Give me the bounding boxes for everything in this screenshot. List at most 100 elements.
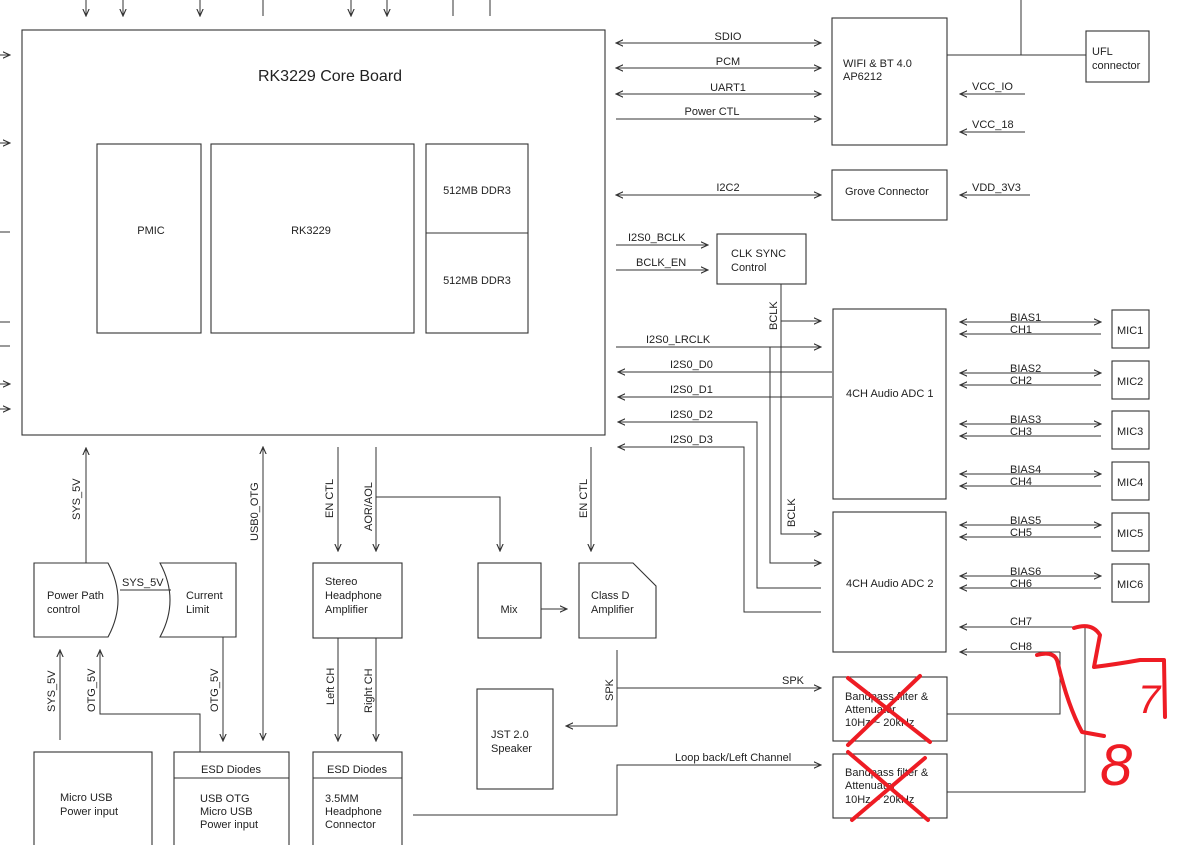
pcm-label: PCM bbox=[716, 56, 740, 68]
i2s0-d1-label: I2S0_D1 bbox=[670, 384, 713, 396]
mic4-label: MIC4 bbox=[1117, 477, 1143, 489]
mic5-label: MIC5 bbox=[1117, 528, 1143, 540]
ch4-label: CH4 bbox=[1010, 476, 1032, 488]
power-path-control: Power Path control bbox=[33, 562, 119, 638]
otg-label-2: Micro USB bbox=[200, 806, 253, 818]
bp2-label-1: Bandpass filter & bbox=[845, 767, 929, 779]
core-board: RK3229 Core Board PMIC RK3229 512MB DDR3… bbox=[21, 29, 606, 436]
bclk-label-1: BCLK bbox=[768, 301, 780, 330]
mix-label: Mix bbox=[500, 604, 518, 616]
wifi-label-1: WIFI & BT 4.0 bbox=[843, 58, 912, 70]
power-ctl-label: Power CTL bbox=[684, 106, 739, 118]
wifi-module: WIFI & BT 4.0 AP6212 bbox=[831, 17, 948, 146]
bclk-en-label: BCLK_EN bbox=[636, 257, 686, 269]
mic6-label: MIC6 bbox=[1117, 579, 1143, 591]
bclk-label-2: BCLK bbox=[786, 498, 798, 527]
amp-label-2: Headphone bbox=[325, 590, 382, 602]
bias5-label: BIAS5 bbox=[1010, 515, 1041, 527]
uart1-label: UART1 bbox=[710, 82, 746, 94]
amp-label-3: Amplifier bbox=[325, 604, 368, 616]
ufl-label-2: connector bbox=[1092, 60, 1141, 72]
mic-channels: MIC1 BIAS1 CH1 MIC2 BIAS2 CH2 MIC3 BIAS3… bbox=[960, 309, 1150, 603]
mic1-label: MIC1 bbox=[1117, 325, 1143, 337]
bp2-label-3: 10Hz ~ 20kHz bbox=[845, 794, 914, 806]
otg-label-3: Power input bbox=[200, 819, 258, 831]
mix-block: Mix bbox=[477, 562, 567, 639]
usb0-otg-label: USB0_OTG bbox=[249, 482, 261, 541]
ufl-label-1: UFL bbox=[1092, 46, 1113, 58]
bias3-label: BIAS3 bbox=[1010, 414, 1041, 426]
clk-label-1: CLK SYNC bbox=[731, 248, 786, 260]
bp1-label-1: Bandpass filter & bbox=[845, 691, 929, 703]
musb-label-2: Power input bbox=[60, 806, 118, 818]
bclk-routing: BCLK BCLK I2S0_LRCLK bbox=[616, 284, 821, 563]
jack-label-2: Headphone bbox=[325, 806, 382, 818]
jst-speaker: JST 2.0 Speaker bbox=[476, 688, 554, 790]
vcc-io-label: VCC_IO bbox=[972, 81, 1013, 93]
i2s0-d0-label: I2S0_D0 bbox=[670, 359, 713, 371]
wifi-label-2: AP6212 bbox=[843, 71, 882, 83]
clk-sync-control: CLK SYNC Control I2S0_BCLK BCLK_EN bbox=[616, 232, 807, 285]
sys-5v-label-top: SYS_5V bbox=[71, 478, 83, 520]
bias6-label: BIAS6 bbox=[1010, 566, 1041, 578]
i2s0-bclk-label: I2S0_BCLK bbox=[628, 232, 686, 244]
red-annotations: 7 8 bbox=[846, 624, 1167, 822]
climit-label-1: Current bbox=[186, 590, 223, 602]
right-ch-label: Right CH bbox=[363, 668, 375, 713]
ppath-label-2: control bbox=[47, 604, 80, 616]
otg-5v-label-right: OTG_5V bbox=[209, 668, 221, 712]
adc1-label: 4CH Audio ADC 1 bbox=[846, 388, 933, 400]
aor-aol-label: AOR/AOL bbox=[363, 482, 375, 531]
grove-connector: Grove Connector bbox=[831, 169, 948, 221]
ch1-label: CH1 bbox=[1010, 324, 1032, 336]
otg-label-1: USB OTG bbox=[200, 793, 250, 805]
i2s0-d3-label: I2S0_D3 bbox=[670, 434, 713, 446]
otg-5v-label-left: OTG_5V bbox=[86, 668, 98, 712]
spk-label-vertical: SPK bbox=[604, 678, 616, 701]
ddr-a-label: 512MB DDR3 bbox=[443, 185, 511, 197]
soc-label: RK3229 bbox=[291, 225, 331, 237]
ch5-label: CH5 bbox=[1010, 527, 1032, 539]
classd-label-1: Class D bbox=[591, 590, 630, 602]
speaker-lines: SPK SPK Loop back/Left Channel bbox=[413, 650, 821, 816]
amp-label-1: Stereo bbox=[325, 576, 357, 588]
left-ch-label: Left CH bbox=[325, 668, 337, 705]
pmic-label: PMIC bbox=[137, 225, 165, 237]
i2s-data-lines: I2S0_D0 I2S0_D1 I2S0_D2 I2S0_D3 bbox=[618, 359, 832, 613]
en-ctl-label-amp: EN CTL bbox=[324, 479, 336, 518]
classd-label-2: Amplifier bbox=[591, 604, 634, 616]
wifi-bus-lines: SDIO PCM UART1 Power CTL VCC_IO VCC_18 I… bbox=[616, 31, 1030, 195]
bias4-label: BIAS4 bbox=[1010, 464, 1041, 476]
power-lines: SYS_5V SYS_5V SYS_5V OTG_5V OTG_5V USB0_… bbox=[46, 447, 263, 752]
i2s0-d2-label: I2S0_D2 bbox=[670, 409, 713, 421]
esd-label-1: ESD Diodes bbox=[201, 764, 261, 776]
current-limit: Current Limit bbox=[159, 562, 237, 638]
top-stub-lines bbox=[86, 0, 491, 16]
ddr-b-label: 512MB DDR3 bbox=[443, 275, 511, 287]
vcc-18-label: VCC_18 bbox=[972, 119, 1014, 131]
jack-label-3: Connector bbox=[325, 819, 376, 831]
sys-5v-label-bottom: SYS_5V bbox=[46, 670, 58, 712]
audio-adc-2: 4CH Audio ADC 2 bbox=[832, 511, 947, 653]
core-board-title: RK3229 Core Board bbox=[258, 68, 402, 85]
ch2-label: CH2 bbox=[1010, 375, 1032, 387]
en-ctl-label-classd: EN CTL bbox=[578, 479, 590, 518]
usb-otg-esd: ESD Diodes USB OTG Micro USB Power input bbox=[173, 751, 290, 845]
jst-label-2: Speaker bbox=[491, 743, 532, 755]
mic3-label: MIC3 bbox=[1117, 426, 1143, 438]
connector-scribble-7 bbox=[1072, 624, 1167, 719]
i2s0-lrclk-label: I2S0_LRCLK bbox=[646, 334, 711, 346]
class-d-amplifier: Class D Amplifier EN CTL bbox=[578, 447, 657, 639]
ch7-ch8-lines: CH7 CH8 bbox=[947, 616, 1086, 793]
clk-label-2: Control bbox=[731, 262, 766, 274]
ch7-label: CH7 bbox=[1010, 616, 1032, 628]
jack-label-1: 3.5MM bbox=[325, 793, 359, 805]
jst-label-1: JST 2.0 bbox=[491, 729, 529, 741]
audio-adc-1: 4CH Audio ADC 1 bbox=[832, 308, 947, 500]
mic2-label: MIC2 bbox=[1117, 376, 1143, 388]
left-stub-lines bbox=[0, 55, 10, 409]
grove-label: Grove Connector bbox=[845, 186, 929, 198]
adc2-label: 4CH Audio ADC 2 bbox=[846, 578, 933, 590]
amp-lines: EN CTL AOR/AOL Left CH Right CH bbox=[324, 447, 500, 741]
